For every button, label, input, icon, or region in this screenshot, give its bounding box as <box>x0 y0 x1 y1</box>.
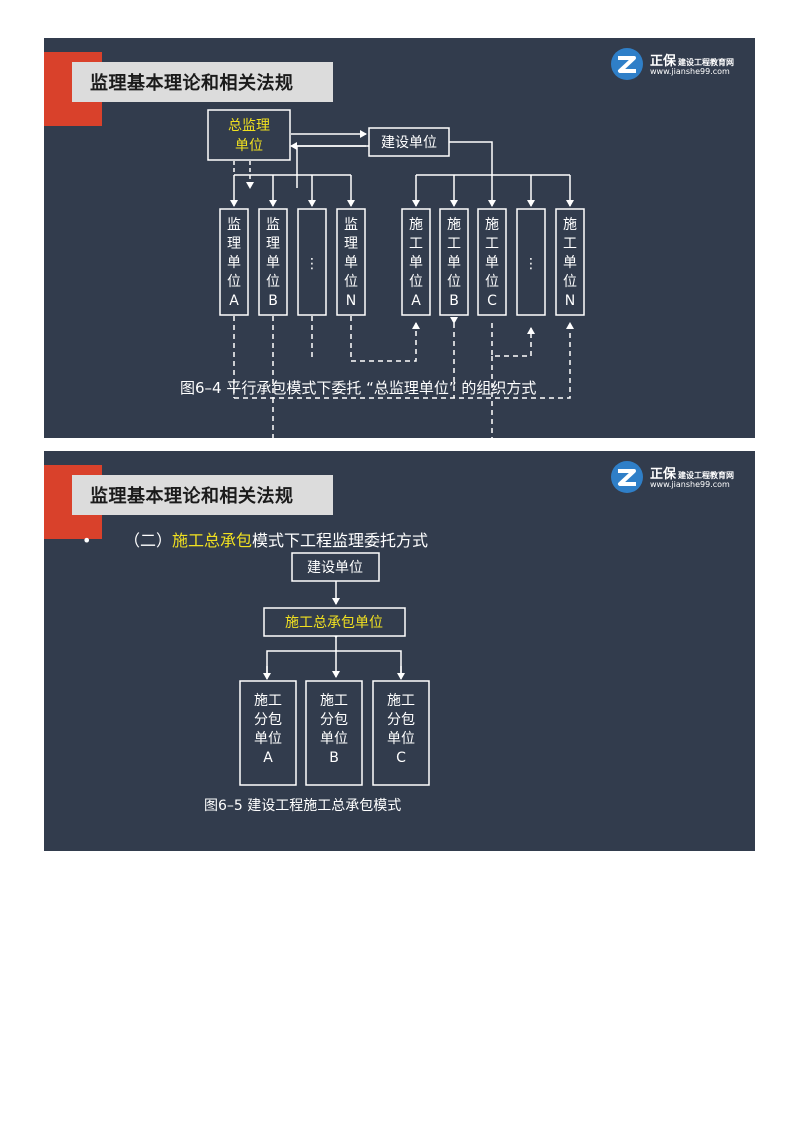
figure-caption: 图6–5 建设工程施工总承包模式 <box>204 798 401 814</box>
supervisor-unit-box-char: 位 <box>266 274 280 290</box>
contractor-unit-box-char: 位 <box>447 274 461 290</box>
supervisor-unit-box-char: B <box>268 293 278 309</box>
supervisor-unit-box-char: A <box>229 293 239 309</box>
contractor-unit-box-char: C <box>487 293 497 309</box>
title-bar: 监理基本理论和相关法规 <box>72 62 333 102</box>
brand-logo-icon <box>611 461 643 493</box>
figure-caption: 图6–4 平行承包模式下委托 “总监理单位” 的组织方式 <box>180 379 536 397</box>
subcontractor-unit-line: 单位 <box>387 731 415 747</box>
brand-logo: 正保建设工程教育网 www.jianshe99.com <box>609 46 754 84</box>
supervisor-unit-box-char: 监 <box>266 217 280 233</box>
supervisor-unit-box-char: N <box>346 293 356 309</box>
subcontractor-unit-line: B <box>329 750 339 766</box>
subcontractor-unit-line: 分包 <box>387 712 415 728</box>
subcontractor-unit-line: 单位 <box>320 731 348 747</box>
brand-logo-icon <box>611 48 643 80</box>
slide-title: 监理基本理论和相关法规 <box>90 486 294 507</box>
contractor-unit-box-char: 单 <box>409 255 423 271</box>
subcontractor-unit-line: 分包 <box>254 712 282 728</box>
supervisor-unit-box-char: 位 <box>227 274 241 290</box>
contractor-unit-box-char: ⋮ <box>524 256 538 272</box>
subcontractor-unit-line: A <box>263 750 273 766</box>
title-bar: 监理基本理论和相关法规 <box>72 475 333 515</box>
bullet-symbol: • <box>82 531 92 550</box>
bullet-heading: • （二）施工总承包模式下工程监理委托方式 <box>82 527 428 551</box>
contractor-unit-box-char: 位 <box>409 274 423 290</box>
supervisor-unit-box: ⋮ <box>297 208 327 316</box>
slide-general-contracting: 监理基本理论和相关法规 正保建设工程教育网 www.jianshe99.com … <box>44 451 755 851</box>
client-box <box>291 552 380 582</box>
brand-logo: 正保建设工程教育网 www.jianshe99.com <box>609 459 754 497</box>
bullet-suffix: 模式下工程监理委托方式 <box>252 531 429 550</box>
contractor-unit-box-char: 施 <box>563 217 577 233</box>
brand-url: www.jianshe99.com <box>650 480 730 489</box>
contractor-unit-box-char: 单 <box>563 255 577 271</box>
supervisor-unit-box-char: 单 <box>344 255 358 271</box>
contractor-unit-box-char: 工 <box>485 236 499 252</box>
contractor-unit-box-char: 位 <box>563 274 577 290</box>
chief-supervisor-label-1: 总监理 <box>228 118 270 134</box>
supervisor-unit-box-char: 监 <box>344 217 358 233</box>
subcontractor-unit-line: 施工 <box>254 693 282 709</box>
contractor-unit-box-char: 施 <box>485 217 499 233</box>
subcontractor-unit-line: C <box>396 750 406 766</box>
subcontractor-unit-line: 施工 <box>320 693 348 709</box>
supervisor-unit-box-char: 理 <box>344 236 358 252</box>
supervisor-unit-box-char: ⋮ <box>305 256 319 272</box>
general-contractor-box <box>263 607 406 637</box>
supervisor-unit-box-char: 理 <box>266 236 280 252</box>
chief-supervisor-box <box>207 109 291 161</box>
contractor-unit-box-char: A <box>411 293 421 309</box>
client-box <box>368 127 450 157</box>
chief-supervisor-label-2: 单位 <box>235 138 263 154</box>
brand-name: 正保 <box>650 467 677 482</box>
subcontractor-unit-line: 单位 <box>254 731 282 747</box>
subcontractor-unit-line: 分包 <box>320 712 348 728</box>
slide-title: 监理基本理论和相关法规 <box>90 73 294 94</box>
client-label: 建设单位 <box>381 135 437 151</box>
contractor-unit-box-char: 施 <box>409 217 423 233</box>
contractor-unit-box-char: 单 <box>447 255 461 271</box>
contractor-unit-box: ⋮ <box>516 208 546 316</box>
bullet-highlight: 施工总承包 <box>172 531 253 550</box>
bullet-prefix: （二） <box>124 531 173 550</box>
brand-sub: 建设工程教育网 <box>678 58 735 67</box>
contractor-unit-box-char: 工 <box>447 236 461 252</box>
slide-parallel-contracting: 监理基本理论和相关法规 正保建设工程教育网 www.jianshe99.com <box>44 38 755 438</box>
supervisor-unit-box-char: 单 <box>227 255 241 271</box>
contractor-unit-box-char: 工 <box>563 236 577 252</box>
brand-name: 正保 <box>650 54 677 69</box>
contractor-unit-box-char: 单 <box>485 255 499 271</box>
subcontractor-unit-line: 施工 <box>387 693 415 709</box>
supervisor-unit-box-char: 位 <box>344 274 358 290</box>
supervisor-unit-box-char: 单 <box>266 255 280 271</box>
contractor-unit-box-char: 工 <box>409 236 423 252</box>
contractor-unit-box-char: N <box>565 293 575 309</box>
general-contractor-label: 施工总承包单位 <box>285 615 383 631</box>
brand-url: www.jianshe99.com <box>650 67 730 76</box>
contractor-unit-box-char: B <box>449 293 459 309</box>
supervisor-unit-box-char: 理 <box>227 236 241 252</box>
client-label: 建设单位 <box>307 560 363 576</box>
contractor-unit-box-char: 施 <box>447 217 461 233</box>
contractor-unit-box-char: 位 <box>485 274 499 290</box>
supervisor-unit-box-char: 监 <box>227 217 241 233</box>
brand-sub: 建设工程教育网 <box>678 471 735 480</box>
